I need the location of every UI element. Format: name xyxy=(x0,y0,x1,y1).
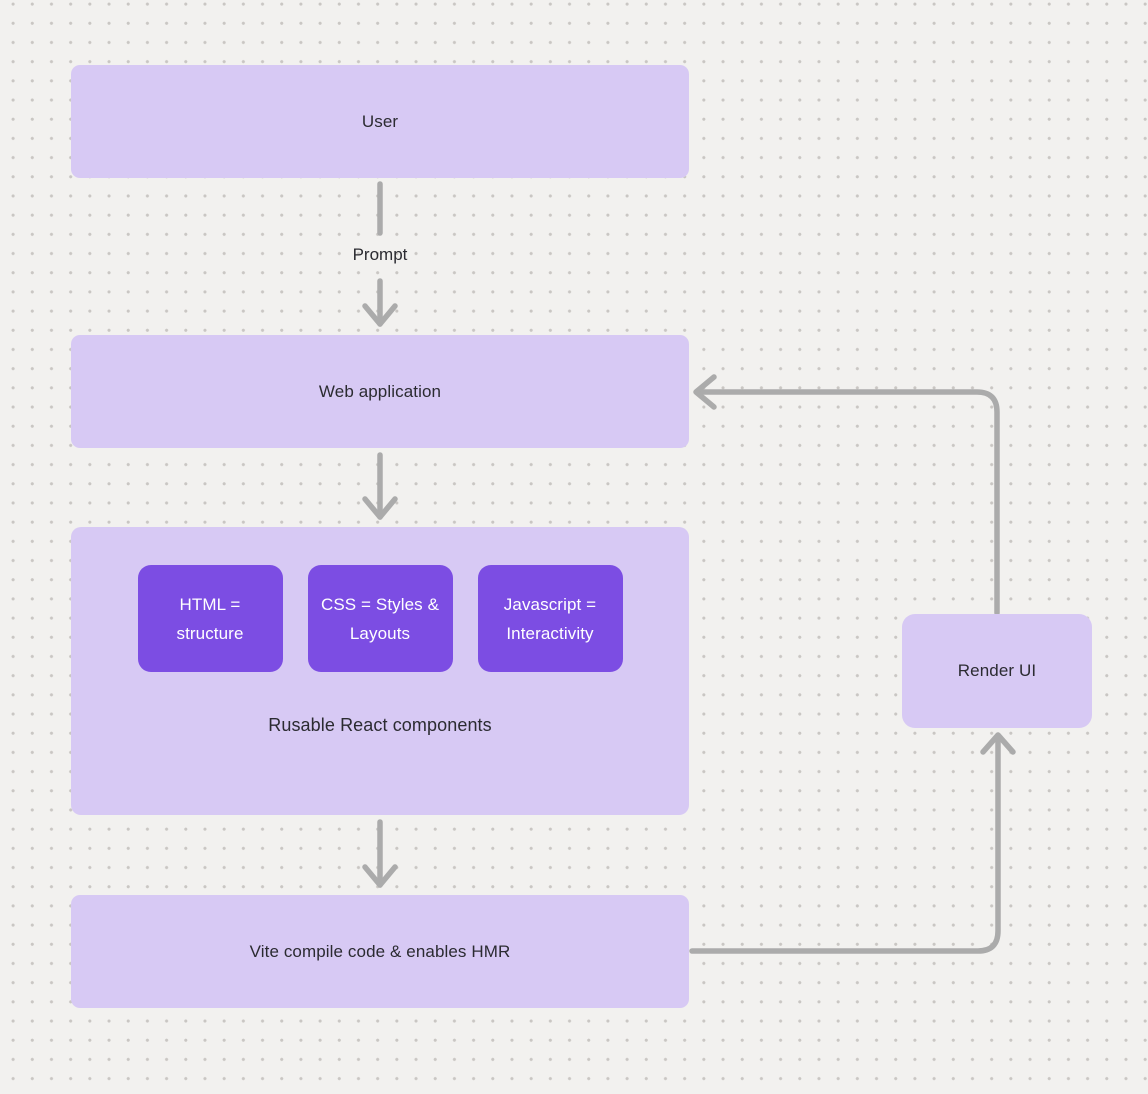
chip-html-label: HTML = structure xyxy=(176,594,244,643)
node-render-ui[interactable]: Render UI xyxy=(902,614,1092,728)
connector-vite-to-render-ui[interactable] xyxy=(689,732,1016,954)
connector-components-to-vite[interactable] xyxy=(362,819,398,888)
node-vite-label: Vite compile code & enables HMR xyxy=(249,941,511,961)
node-user[interactable]: User xyxy=(71,65,689,178)
node-vite[interactable]: Vite compile code & enables HMR xyxy=(71,895,689,1008)
chip-html[interactable]: HTML = structure xyxy=(137,565,283,672)
node-web-application[interactable]: Web application xyxy=(71,335,689,448)
connector-web-to-components[interactable] xyxy=(362,452,398,520)
components-caption: Rusable React components xyxy=(268,715,492,735)
node-user-label: User xyxy=(361,111,399,131)
node-components-group[interactable]: HTML = structure CSS = Styles & Layouts … xyxy=(71,527,689,815)
chip-css[interactable]: CSS = Styles & Layouts xyxy=(307,565,453,672)
chip-row: HTML = structure CSS = Styles & Layouts … xyxy=(71,565,689,672)
edge-label-prompt: Prompt xyxy=(352,245,408,264)
chip-javascript[interactable]: Javascript = Interactivity xyxy=(477,565,623,672)
connector-render-ui-to-web[interactable] xyxy=(693,374,1000,616)
connector-user-to-web[interactable] xyxy=(362,181,398,327)
node-render-ui-label: Render UI xyxy=(957,661,1037,680)
node-web-application-label: Web application xyxy=(318,381,442,401)
chip-css-label: CSS = Styles & Layouts xyxy=(320,594,440,643)
chip-javascript-label: Javascript = Interactivity xyxy=(503,594,597,643)
